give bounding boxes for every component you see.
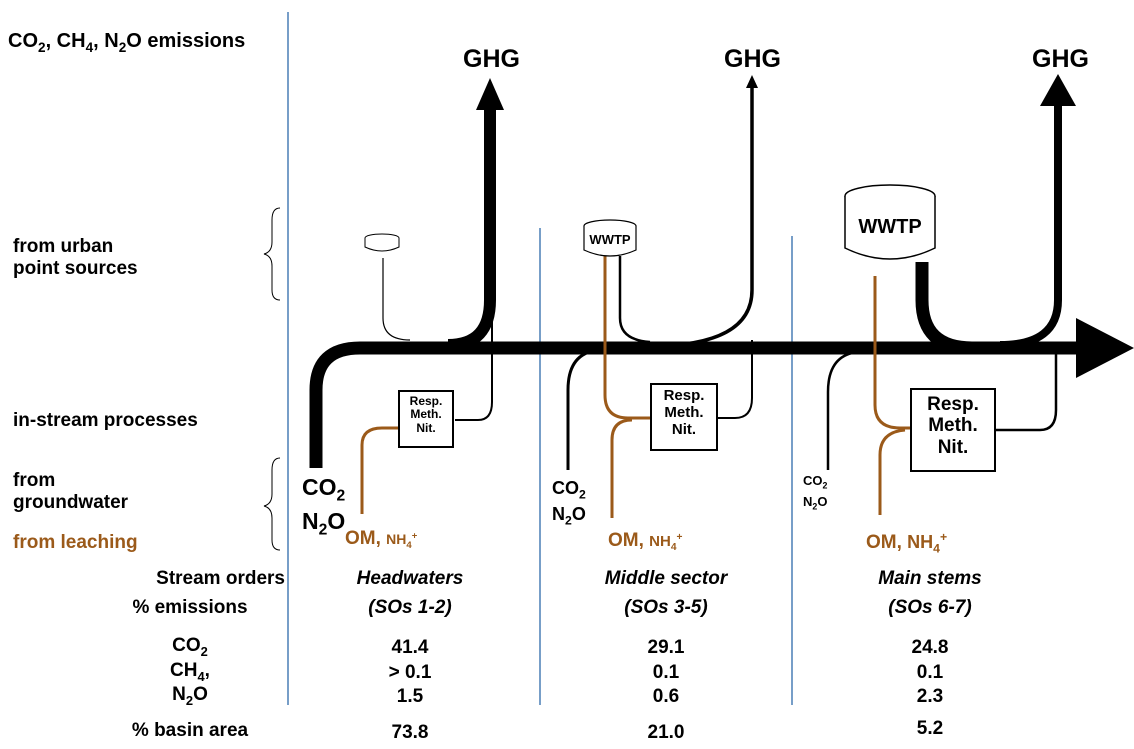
column-sos-headwaters: (SOs 1-2) bbox=[368, 597, 452, 618]
wwtp-line-headwaters bbox=[382, 258, 411, 341]
label-urban-point-sources: from urban point sources bbox=[13, 236, 138, 279]
wwtp-middle-body bbox=[583, 226, 637, 257]
wwtp-label-main: WWTP bbox=[858, 216, 922, 238]
leaching-main bbox=[878, 428, 906, 515]
ghg-label-headwaters: GHG bbox=[463, 45, 520, 73]
groundwater-inflow-headwaters bbox=[309, 341, 361, 468]
column-sos-main: (SOs 6-7) bbox=[888, 597, 972, 618]
input-om-main: OM, NH4+ bbox=[866, 530, 948, 556]
input-om-headwaters: OM, NH4+ bbox=[345, 528, 418, 551]
cell-n2o-main: 2.3 bbox=[916, 686, 944, 707]
river-arrow-head bbox=[1076, 318, 1134, 378]
row-label-stream-orders: Stream orders bbox=[156, 568, 285, 589]
process-to-ghg-headwaters bbox=[455, 320, 493, 421]
leaching-headwaters bbox=[360, 426, 400, 514]
leaching-middle bbox=[610, 418, 633, 518]
ghg-label-middle: GHG bbox=[724, 45, 781, 73]
wwtp-small-body bbox=[364, 238, 400, 252]
process-to-ghg-main bbox=[996, 345, 1058, 432]
row-label-co2: CO2 bbox=[172, 635, 208, 659]
cell-co2-headwaters: 41.4 bbox=[391, 637, 429, 658]
groundwater-middle bbox=[566, 348, 601, 470]
wwtp-brown-line-main bbox=[873, 276, 912, 430]
input-co2-headwaters: CO2 bbox=[302, 474, 346, 505]
groundwater-main bbox=[826, 350, 859, 470]
label-leaching: from leaching bbox=[13, 532, 138, 553]
wwtp-main-body bbox=[844, 196, 936, 260]
ghg-arrow-main bbox=[1040, 74, 1076, 106]
cell-ch4-headwaters: > 0.1 bbox=[388, 662, 432, 683]
wwtp-label-middle: WWTP bbox=[589, 232, 631, 247]
cell-basin-main: 5.2 bbox=[916, 718, 944, 739]
cell-basin-middle: 21.0 bbox=[647, 722, 685, 743]
input-n2o-main: N2O bbox=[803, 494, 828, 512]
ghg-label-main: GHG bbox=[1032, 45, 1089, 73]
cell-n2o-headwaters: 1.5 bbox=[396, 686, 424, 707]
ghg-arrow-headwaters bbox=[476, 78, 504, 110]
cell-co2-main: 24.8 bbox=[911, 637, 949, 658]
process-box-main: Resp.Meth.Nit. bbox=[910, 388, 996, 472]
cell-basin-headwaters: 73.8 bbox=[391, 722, 429, 743]
label-emissions: CO2, CH4, N2O emissions bbox=[8, 30, 246, 55]
input-om-middle: OM, NH4+ bbox=[608, 530, 683, 553]
brace-groundwater bbox=[263, 457, 281, 551]
input-n2o-middle: N2O bbox=[552, 504, 586, 528]
ghg-flow-middle bbox=[649, 86, 754, 348]
column-name-main: Main stems bbox=[878, 568, 982, 589]
ghg-flow-main bbox=[999, 105, 1062, 349]
row-label-ch4: CH4, bbox=[170, 660, 210, 684]
cell-ch4-middle: 0.1 bbox=[652, 662, 680, 683]
row-label-basin-area: % basin area bbox=[131, 720, 249, 741]
wwtp-brown-line-middle bbox=[603, 256, 650, 420]
column-name-middle: Middle sector bbox=[604, 568, 728, 589]
brace-urban bbox=[263, 207, 281, 301]
wwtp-thick-line-main bbox=[915, 262, 973, 355]
process-to-ghg-middle bbox=[718, 340, 753, 419]
input-co2-main: CO2 bbox=[803, 473, 828, 491]
row-label-n2o: N2O bbox=[172, 684, 208, 708]
column-sos-middle: (SOs 3-5) bbox=[624, 597, 708, 618]
process-box-headwaters: Resp.Meth.Nit. bbox=[398, 390, 454, 448]
ghg-arrow-middle bbox=[746, 75, 758, 88]
input-co2-middle: CO2 bbox=[552, 478, 586, 502]
column-name-headwaters: Headwaters bbox=[356, 568, 464, 589]
cell-co2-middle: 29.1 bbox=[647, 637, 685, 658]
input-n2o-headwaters: N2O bbox=[302, 508, 346, 539]
label-in-stream-processes: in-stream processes bbox=[13, 410, 198, 431]
cell-ch4-main: 0.1 bbox=[916, 662, 944, 683]
label-groundwater: from groundwater bbox=[13, 470, 129, 513]
ghg-flow-headwaters bbox=[447, 108, 496, 351]
process-box-middle: Resp.Meth.Nit. bbox=[650, 383, 718, 451]
wwtp-black-line-middle bbox=[618, 256, 651, 344]
row-label-emissions: % emissions bbox=[132, 597, 248, 618]
cell-n2o-middle: 0.6 bbox=[652, 686, 680, 707]
